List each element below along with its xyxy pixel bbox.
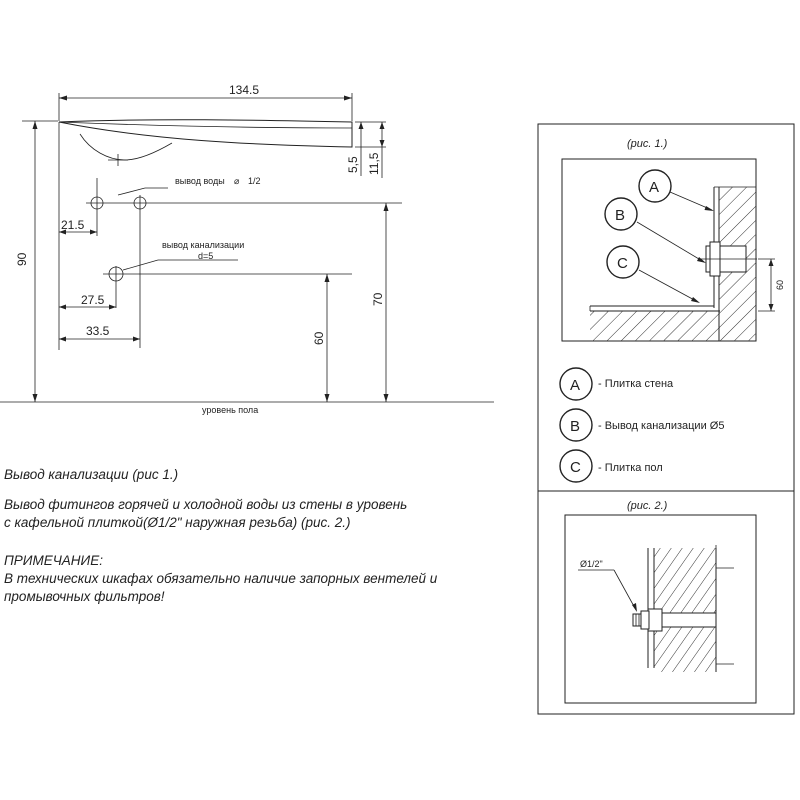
- note-fittings-line1: Вывод фитингов горячей и холодной воды и…: [4, 497, 408, 512]
- sink-elevation: 134.5 5,5 11,5 90: [0, 83, 494, 415]
- marker-a-label: A: [649, 179, 659, 196]
- legend-marker-b: [559, 408, 593, 442]
- dim-11-5-label: 11,5: [367, 152, 381, 175]
- marker-c-label: C: [617, 255, 628, 272]
- dim-width: 134.5: [58, 83, 353, 121]
- fig1-drawing: 60 A B C: [561, 158, 785, 342]
- floor-line: уровень пола: [0, 401, 494, 415]
- dim-60-70: 60 70: [312, 203, 389, 402]
- fig2-thread-label: Ø1/2": [580, 559, 603, 569]
- dim-27-5-label: 27.5: [81, 293, 105, 307]
- water-outlets: вывод воды ⌀ 1/2: [86, 176, 402, 348]
- dim-33-5: 33.5: [59, 324, 140, 342]
- sewer-outlet: вывод канализации d=5: [103, 240, 352, 308]
- legend-text-c: - Плитка пол: [598, 462, 663, 474]
- note-title: ПРИМЕЧАНИЕ:: [4, 553, 103, 568]
- dim-21-5-label: 21.5: [61, 218, 85, 232]
- dim-27-5: 27.5: [59, 293, 116, 310]
- legend-letter-c: C: [570, 459, 581, 476]
- fig1-dim-60-label: 60: [775, 280, 785, 290]
- note-body-line2: промывочных фильтров!: [4, 589, 165, 604]
- dim-height-label: 90: [15, 252, 29, 266]
- water-outlet-size-label: 1/2: [248, 176, 261, 186]
- sewer-outlet-label: вывод канализации: [162, 240, 244, 250]
- marker-b: [604, 197, 638, 231]
- legend: A - Плитка стена B - Вывод канализации Ø…: [559, 367, 724, 483]
- legend-text-a: - Плитка стена: [598, 378, 674, 390]
- dim-21-5: 21.5: [59, 218, 97, 235]
- note-sewer: Вывод канализации (рис 1.): [4, 467, 179, 482]
- diameter-icon: ⌀: [234, 176, 240, 186]
- marker-c: [606, 245, 640, 279]
- dim-60-label: 60: [312, 331, 326, 345]
- fig2-caption: (рис. 2.): [627, 500, 668, 512]
- note-body-line1: В технических шкафах обязательно наличие…: [4, 571, 438, 586]
- legend-letter-b: B: [570, 418, 580, 435]
- dim-width-label: 134.5: [229, 83, 259, 97]
- dim-rim: 5,5 11,5: [346, 121, 386, 178]
- right-panel: (рис. 1.) 60 A: [537, 123, 795, 715]
- floor-level-label: уровень пола: [202, 405, 258, 415]
- legend-letter-a: A: [570, 377, 580, 394]
- dim-33-5-label: 33.5: [86, 324, 110, 338]
- sewer-diameter-label: d=5: [198, 251, 213, 261]
- fig2-drawing: Ø1/2": [564, 514, 757, 704]
- installation-notes: Вывод канализации (рис 1.) Вывод фитинго…: [4, 466, 524, 606]
- marker-a: [638, 169, 672, 203]
- sink-outline: [58, 119, 353, 166]
- dim-height: 90: [15, 120, 60, 402]
- dim-70-label: 70: [371, 292, 385, 306]
- marker-b-label: B: [615, 207, 625, 224]
- water-outlet-label: вывод воды: [175, 176, 225, 186]
- fig1-caption: (рис. 1.): [627, 138, 668, 150]
- legend-marker-c: [559, 449, 593, 483]
- legend-text-b: - Вывод канализации Ø5: [598, 420, 724, 432]
- dim-5-5-label: 5,5: [346, 156, 360, 173]
- note-fittings-line2: с кафельной плиткой(Ø1/2" наружная резьб…: [4, 515, 351, 530]
- legend-marker-a: [559, 367, 593, 401]
